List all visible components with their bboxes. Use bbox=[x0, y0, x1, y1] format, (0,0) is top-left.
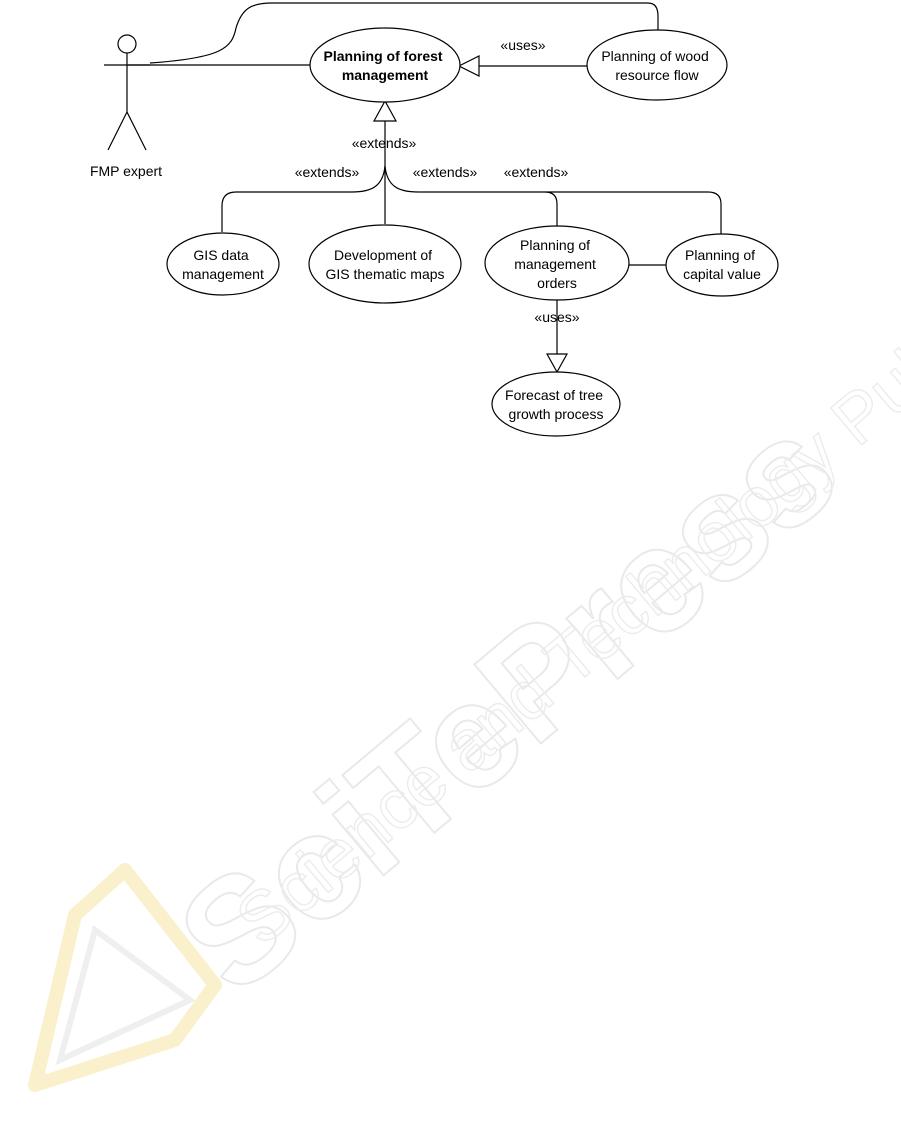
use-case-line: growth process bbox=[509, 406, 604, 422]
actor-label: FMP expert bbox=[90, 163, 162, 179]
arrowhead-uses-bottom bbox=[545, 353, 569, 374]
relation-label-extends: «extends» bbox=[295, 164, 360, 180]
use-case-line: management bbox=[514, 256, 596, 272]
use-case-capital-value: Planning of capital value bbox=[665, 233, 779, 297]
use-case-line: Planning of forest bbox=[324, 48, 443, 64]
use-case-ellipse bbox=[484, 225, 630, 301]
use-case-line: GIS thematic maps bbox=[325, 266, 444, 282]
use-case-ellipse bbox=[166, 232, 280, 296]
association-actor-wood bbox=[149, 2, 659, 64]
use-case-line: Planning of bbox=[520, 237, 590, 253]
svg-text:Planning of forest manag: Planning of forest management bbox=[324, 48, 447, 83]
svg-text:Development of GIS thema: Development of GIS thematic maps bbox=[325, 247, 444, 282]
watermark: SciTePress Science and Technology Public… bbox=[28, 157, 901, 1092]
use-case-ellipse bbox=[309, 27, 461, 103]
actor-right-leg bbox=[126, 111, 147, 151]
use-case-line: Planning of bbox=[685, 247, 755, 263]
use-case-ellipse bbox=[586, 29, 728, 101]
use-case-ellipse bbox=[665, 233, 779, 297]
use-case-line: orders bbox=[537, 275, 577, 291]
use-case-planning-wood: Planning of wood resource flow bbox=[586, 29, 728, 101]
use-case-gis-maps: Development of GIS thematic maps bbox=[308, 224, 462, 304]
use-case-gis-data: GIS data management bbox=[166, 232, 280, 296]
relation-label-extends: «extends» bbox=[352, 135, 417, 151]
arrowhead-uses-top bbox=[457, 55, 480, 77]
svg-text:Forecast of tree growth: Forecast of tree growth process bbox=[505, 387, 607, 422]
use-case-planning-forest: Planning of forest management bbox=[309, 27, 461, 103]
svg-text:Planning of management: Planning of management orders bbox=[514, 237, 600, 291]
use-case-line: Development of bbox=[334, 247, 432, 263]
actor-left-leg bbox=[107, 111, 128, 151]
use-case-line: GIS data bbox=[193, 247, 248, 263]
extends-edge-capital bbox=[545, 191, 722, 234]
use-case-mgmt-orders: Planning of management orders bbox=[484, 225, 630, 301]
relation-label-extends: «extends» bbox=[504, 164, 569, 180]
use-case-line: management bbox=[342, 67, 429, 83]
connectors bbox=[128, 2, 722, 354]
use-case-line: Planning of wood bbox=[601, 48, 708, 64]
use-case-line: Forecast of tree bbox=[505, 387, 603, 403]
actor-fmp-expert bbox=[104, 34, 150, 151]
use-case-line: resource flow bbox=[615, 67, 699, 83]
use-case-ellipse bbox=[308, 224, 462, 304]
relation-label-extends: «extends» bbox=[413, 164, 478, 180]
arrowhead-extends bbox=[372, 99, 398, 122]
use-case-ellipse bbox=[491, 371, 621, 437]
actor-head bbox=[117, 34, 137, 54]
use-case-forecast: Forecast of tree growth process bbox=[491, 371, 621, 437]
use-case-line: management bbox=[182, 266, 264, 282]
extends-edge-gis-data bbox=[221, 165, 386, 232]
use-case-line: capital value bbox=[683, 266, 761, 282]
svg-text:Planning of capital valu: Planning of capital value bbox=[683, 247, 761, 282]
svg-text:GIS data management: GIS data management bbox=[182, 247, 264, 282]
arrowheads bbox=[372, 55, 569, 374]
svg-text:Planning of wood resourc: Planning of wood resource flow bbox=[601, 48, 712, 83]
relation-label-uses: «uses» bbox=[500, 37, 545, 53]
relation-label-uses: «uses» bbox=[534, 309, 579, 325]
watermark-logo bbox=[28, 863, 222, 1092]
